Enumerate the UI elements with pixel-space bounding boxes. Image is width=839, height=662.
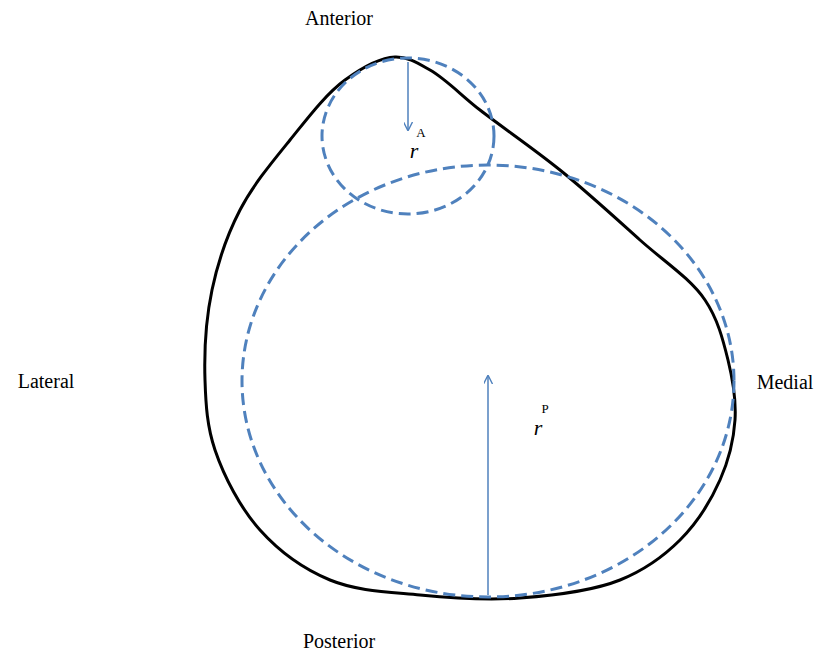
radius-symbol: r: [410, 140, 419, 162]
anterior-circle: [322, 58, 494, 214]
radius-subscript: P: [541, 402, 548, 415]
direction-label: Medial: [757, 372, 814, 392]
direction-label: Anterior: [305, 8, 373, 28]
radius-arrow: [407, 62, 409, 130]
radius-arrow: [487, 376, 489, 595]
direction-label: Lateral: [18, 371, 75, 391]
bone-outline: [205, 57, 735, 599]
posterior-ellipse: [242, 165, 734, 597]
radius-subscript: A: [416, 126, 425, 139]
radius-symbol: r: [534, 417, 543, 439]
direction-label: Posterior: [303, 631, 375, 651]
